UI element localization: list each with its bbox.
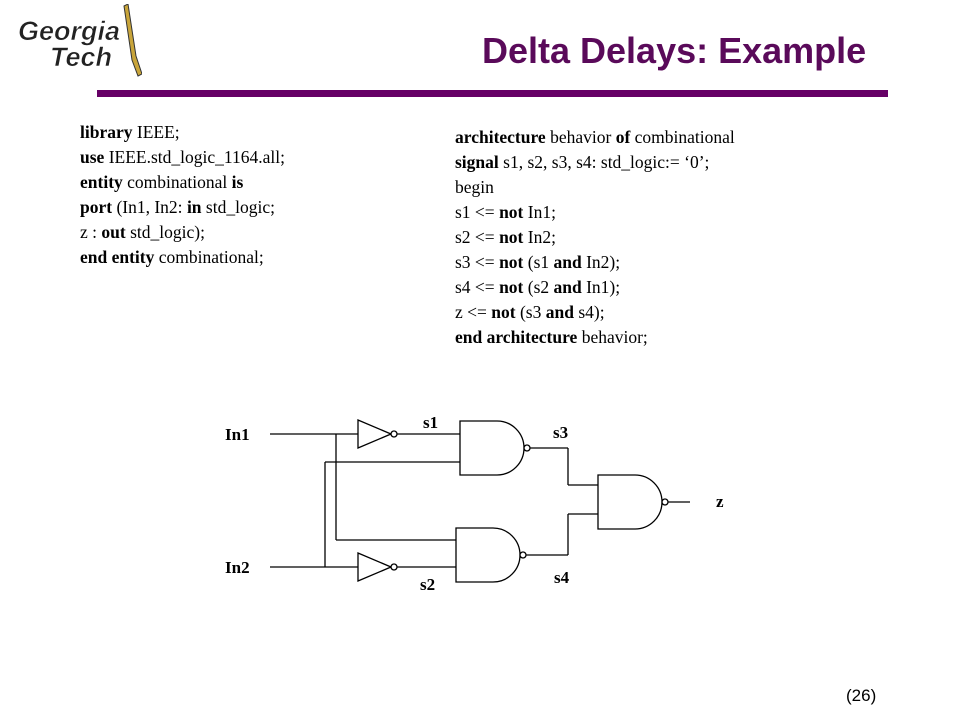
label-s2: s2	[420, 575, 435, 594]
inverter-s2	[357, 552, 393, 582]
nand-s3	[459, 420, 525, 476]
code-text: combinational	[122, 172, 232, 192]
code-text: In1;	[523, 202, 556, 222]
nand-z-bubble	[661, 498, 669, 506]
code-line: end entity combinational;	[80, 245, 285, 270]
nand-s3-bubble	[523, 444, 531, 452]
label-s4: s4	[554, 568, 570, 587]
code-text: s4);	[573, 302, 605, 322]
inverter-s1-bubble	[390, 430, 398, 438]
code-keyword: and	[545, 302, 574, 322]
code-line: port (In1, In2: in std_logic;	[80, 195, 285, 220]
code-text: behavior	[545, 127, 616, 147]
inverter-s1	[357, 419, 393, 449]
code-text: s1 <=	[455, 202, 500, 222]
code-text: (In1, In2:	[112, 197, 187, 217]
code-line: s1 <= not In1;	[455, 200, 735, 225]
code-keyword: end architecture	[455, 327, 578, 347]
label-in1: In1	[225, 425, 250, 444]
code-text: begin	[455, 177, 494, 197]
code-keyword: and	[553, 252, 582, 272]
code-text: z <=	[455, 302, 492, 322]
code-line: z : out std_logic);	[80, 220, 285, 245]
code-text: (s1	[523, 252, 554, 272]
code-line: s3 <= not (s1 and In2);	[455, 250, 735, 275]
code-keyword: in	[186, 197, 202, 217]
code-text: combinational;	[154, 247, 264, 267]
slide-title: Delta Delays: Example	[482, 30, 867, 71]
inverter-s2-bubble	[390, 563, 398, 571]
code-text: s4 <=	[455, 277, 500, 297]
code-text: s3 <=	[455, 252, 500, 272]
code-line: use IEEE.std_logic_1164.all;	[80, 145, 285, 170]
code-keyword: architecture	[455, 127, 546, 147]
code-keyword: and	[553, 277, 582, 297]
code-text: IEEE.std_logic_1164.all;	[104, 147, 285, 167]
nand-s4-bubble	[519, 551, 527, 559]
code-line: entity combinational is	[80, 170, 285, 195]
code-text: s1, s2, s3, s4: std_logic:= ‘0’;	[498, 152, 710, 172]
code-keyword: use	[80, 147, 105, 167]
title-rule	[97, 90, 888, 97]
slide-number: (26)	[846, 686, 877, 705]
code-line: end architecture behavior;	[455, 325, 735, 350]
code-text: IEEE;	[132, 122, 180, 142]
code-keyword: is	[231, 172, 244, 192]
code-text: In2);	[581, 252, 621, 272]
code-keyword: port	[80, 197, 113, 217]
label-s3: s3	[553, 423, 568, 442]
code-line: s2 <= not In2;	[455, 225, 735, 250]
code-keyword: of	[615, 127, 631, 147]
entity-code-block: library IEEE;use IEEE.std_logic_1164.all…	[80, 120, 285, 270]
code-line: s4 <= not (s2 and In1);	[455, 275, 735, 300]
code-keyword: out	[101, 222, 126, 242]
label-z: z	[716, 492, 724, 511]
code-text: combinational	[630, 127, 735, 147]
logo-line2: Tech	[50, 42, 112, 72]
code-keyword: end entity	[80, 247, 155, 267]
code-keyword: not	[499, 202, 524, 222]
label-in2: In2	[225, 558, 250, 577]
code-text: z :	[80, 222, 102, 242]
code-keyword: entity	[80, 172, 123, 192]
nand-z	[597, 474, 663, 530]
code-line: z <= not (s3 and s4);	[455, 300, 735, 325]
label-s1: s1	[423, 413, 438, 432]
code-line: library IEEE;	[80, 120, 285, 145]
code-line: begin	[455, 175, 735, 200]
code-text: std_logic);	[125, 222, 205, 242]
nand-s4	[455, 527, 521, 583]
code-keyword: not	[499, 227, 524, 247]
code-keyword: not	[499, 252, 524, 272]
logo-line1: Georgia	[18, 16, 120, 46]
code-text: (s2	[523, 277, 554, 297]
code-line: architecture behavior of combinational	[455, 125, 735, 150]
code-keyword: not	[499, 277, 524, 297]
code-text: behavior;	[577, 327, 648, 347]
code-line: signal s1, s2, s3, s4: std_logic:= ‘0’;	[455, 150, 735, 175]
georgia-tech-logo: Georgia Tech	[18, 4, 142, 77]
code-text: std_logic;	[201, 197, 275, 217]
code-keyword: signal	[455, 152, 499, 172]
code-text: In1);	[581, 277, 621, 297]
code-text: s2 <=	[455, 227, 500, 247]
code-keyword: library	[80, 122, 133, 142]
code-text: In2;	[523, 227, 556, 247]
code-keyword: not	[491, 302, 516, 322]
code-text: (s3	[515, 302, 546, 322]
